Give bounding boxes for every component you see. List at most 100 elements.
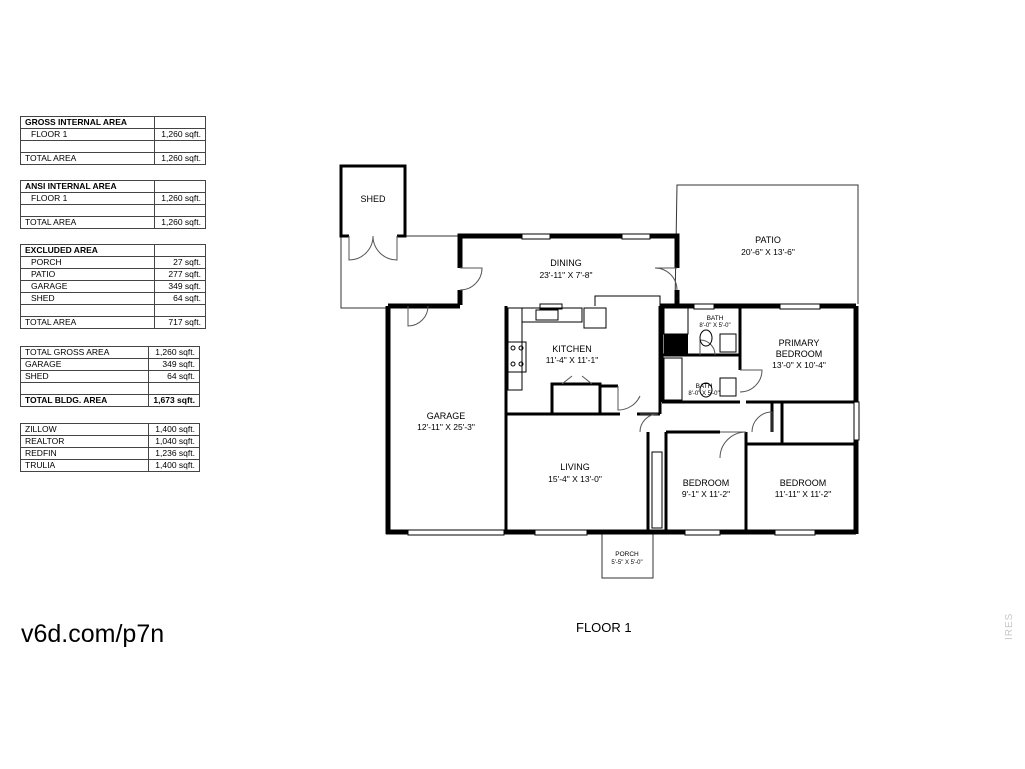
primary-door-swing xyxy=(739,369,763,393)
bath-window xyxy=(693,303,715,310)
area-value: 717 sqft. xyxy=(154,316,206,329)
porch-dims: 5'-5" X 5'-0" xyxy=(611,560,642,566)
dining-partition xyxy=(594,295,661,306)
area-value: 1,673 sqft. xyxy=(148,394,200,407)
doors xyxy=(407,267,773,459)
water-heater xyxy=(664,334,688,354)
area-row xyxy=(20,382,200,395)
kitchen-counter-left xyxy=(507,307,523,391)
bath1-label: BATH xyxy=(707,315,724,322)
room-labels: SHED DINING 23'-11" X 7'-8" PATIO 20'-6"… xyxy=(360,194,831,566)
kitchen-sink xyxy=(535,309,559,321)
kitchen-window xyxy=(539,303,563,310)
shed-door-swing xyxy=(348,235,398,261)
living-window xyxy=(534,529,588,536)
living-label: LIVING xyxy=(560,462,590,472)
garage-door-swing xyxy=(407,305,429,327)
bath1-dims: 8'-0" X 5'-0" xyxy=(699,323,730,329)
dining-left-door-swing xyxy=(459,267,483,291)
closet-rod xyxy=(651,451,663,529)
living-dims: 15'-4" X 13'-0" xyxy=(548,474,602,484)
burner-4 xyxy=(518,361,524,367)
garage-label: GARAGE xyxy=(427,411,466,421)
dining-window-1 xyxy=(521,233,551,240)
kitchen-label: KITCHEN xyxy=(552,344,592,354)
area-value: 1,260 sqft. xyxy=(154,216,206,229)
patio-label: PATIO xyxy=(755,235,781,245)
walkway-outline xyxy=(340,236,388,309)
kitchen-counter-top xyxy=(521,307,583,323)
bedroom1-label: BEDROOM xyxy=(683,478,730,488)
kitchen-dims: 11'-4" X 11'-1" xyxy=(546,355,598,365)
floor-label: FLOOR 1 xyxy=(576,620,632,635)
area-label: TOTAL AREA xyxy=(20,216,155,229)
bedroom1-window xyxy=(684,529,721,536)
bedroom2-label: BEDROOM xyxy=(780,478,827,488)
bedroom1-door-swing xyxy=(719,431,747,459)
area-value: 1,260 sqft. xyxy=(154,152,206,165)
dining-patio-door-swing xyxy=(654,267,678,291)
porch-outline xyxy=(601,533,654,579)
shed xyxy=(339,164,407,261)
area-value: 1,400 sqft. xyxy=(148,459,200,472)
bath2-dims: 8'-0" X 5'-0" xyxy=(688,391,719,397)
bedroom2-dims: 11'-11" X 11'-2" xyxy=(775,489,832,499)
pantry-walls xyxy=(550,382,602,414)
tour-link[interactable]: v6d.com/p7n xyxy=(21,620,165,648)
refrigerator xyxy=(583,307,607,329)
patio-window xyxy=(779,303,821,310)
fixtures xyxy=(507,307,737,529)
porch-label: PORCH xyxy=(615,551,639,558)
bath-door-swing xyxy=(699,339,716,356)
primary-dims: 13'-0" X 10'-4" xyxy=(772,360,826,370)
closet-window xyxy=(853,401,860,441)
stove xyxy=(507,341,527,373)
pantry-door-swing xyxy=(617,386,641,411)
primary-label-2: BEDROOM xyxy=(776,349,823,359)
area-label: TRULIA xyxy=(20,459,149,472)
bath2-label: BATH xyxy=(696,383,713,390)
vanity-1 xyxy=(719,333,737,353)
dining-label: DINING xyxy=(550,258,582,268)
living-door-swing xyxy=(639,413,659,433)
vanity-2 xyxy=(719,377,737,397)
shower xyxy=(663,307,689,335)
garage-window xyxy=(407,529,505,536)
pantry-double-door xyxy=(561,375,593,385)
bedroom2-door-swing xyxy=(751,411,773,433)
dining-window-2 xyxy=(621,233,651,240)
burner-2 xyxy=(518,345,524,351)
dining-wall xyxy=(457,233,680,268)
dining-dims: 23'-11" X 7'-8" xyxy=(539,270,592,280)
watermark: IRES xyxy=(1004,612,1015,640)
bedroom1-dims: 9'-1" X 11'-2" xyxy=(682,489,730,499)
garage-dims: 12'-11" X 25'-3" xyxy=(417,422,475,432)
windows xyxy=(407,233,860,536)
shed-label: SHED xyxy=(360,194,386,204)
patio-dims: 20'-6" X 13'-6" xyxy=(741,247,795,257)
toilet-2 xyxy=(699,382,713,398)
bathtub xyxy=(663,357,683,401)
area-label: TOTAL AREA xyxy=(20,152,155,165)
burner-3 xyxy=(510,361,516,367)
area-value: 349 sqft. xyxy=(148,358,200,371)
burner-1 xyxy=(510,345,516,351)
